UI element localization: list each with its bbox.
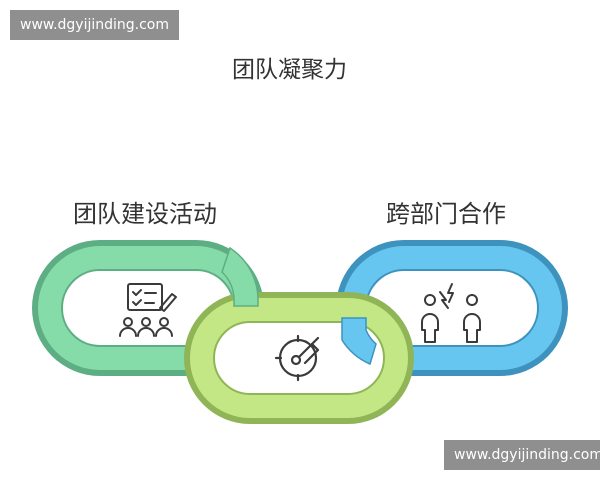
watermark-bottom: www.dgyijinding.com [444,440,600,470]
collaboration-people-icon [421,283,481,343]
right-link-label: 跨部门合作 [386,200,506,228]
left-link-label: 团队建设活动 [73,200,217,228]
watermark-top: www.dgyijinding.com [10,10,180,40]
target-gauge-icon [274,334,320,382]
right-link-overlap [341,317,377,366]
diagram-title: 团队凝聚力 [232,57,347,83]
checklist-team-icon [119,283,177,337]
left-link-overlap [221,246,259,307]
